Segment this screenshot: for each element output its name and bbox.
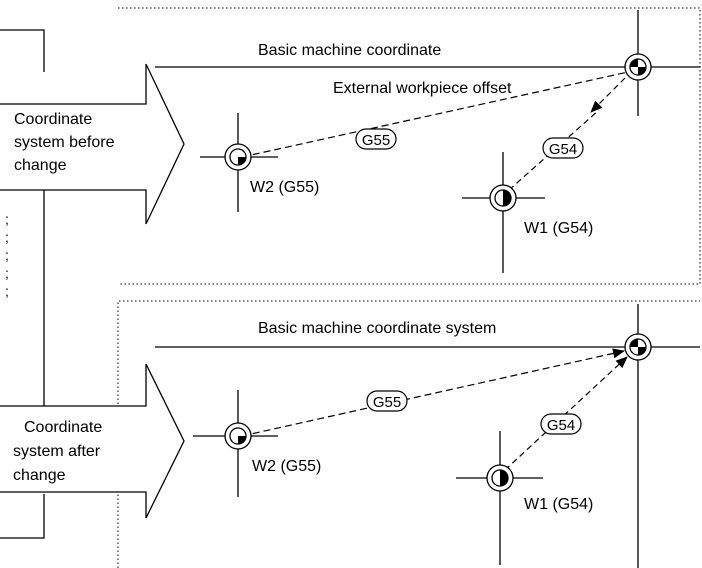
g55-tag: G55 <box>373 394 401 411</box>
external-offset-arrow <box>590 77 626 113</box>
g54-tag: G54 <box>549 141 577 158</box>
program-continuation-marks: ; ; ; ; ; <box>5 211 9 299</box>
panel-border <box>117 300 700 568</box>
g54-tag-frame <box>540 413 582 435</box>
program-mark: ; <box>5 211 9 227</box>
arrow-label: Coordinate system after change <box>13 419 107 484</box>
g55-tag-frame <box>355 128 397 150</box>
w1-origin-symbol <box>486 464 514 492</box>
w1-origin-symbol <box>489 184 517 212</box>
g54-tag-frame <box>542 137 584 159</box>
axis-title: Basic machine coordinate system <box>258 320 496 337</box>
w2-label: W2 (G55) <box>252 458 321 475</box>
arrow-label-line: Coordinate <box>14 111 92 128</box>
offset-label: External workpiece offset <box>333 80 512 97</box>
arrow-label-line: system after <box>13 443 101 460</box>
w1-label: W1 (G54) <box>524 220 593 237</box>
program-mark: ; <box>5 247 9 263</box>
panel-border <box>118 7 701 285</box>
program-mark: ; <box>5 265 9 281</box>
change-arrow <box>0 63 185 225</box>
program-block-frame <box>0 29 45 539</box>
program-mark: ; <box>5 283 9 299</box>
g55-tag-frame <box>366 390 408 412</box>
w2-origin-symbol <box>224 422 252 450</box>
machine-origin-symbol <box>624 53 652 81</box>
arrow-label-line: change <box>13 467 66 484</box>
program-mark: ; <box>5 229 9 245</box>
axis-title: Basic machine coordinate <box>258 42 441 59</box>
arrow-label-line: change <box>14 157 67 174</box>
change-arrow <box>0 363 185 519</box>
arrow-label-line: system before <box>14 134 115 151</box>
panel-after-change: Basic machine coordinate system Coordina… <box>0 300 700 568</box>
panel-before-change: Basic machine coordinate External workpi… <box>0 7 701 285</box>
w2-label: W2 (G55) <box>250 179 319 196</box>
arrow-label-line: Coordinate <box>24 419 102 436</box>
g54-tag: G54 <box>547 417 575 434</box>
machine-origin-symbol <box>624 333 652 361</box>
w2-origin-symbol <box>224 143 252 171</box>
arrow-label: Coordinate system before change <box>14 111 119 174</box>
g55-tag: G55 <box>362 132 390 149</box>
w1-label: W1 (G54) <box>524 496 593 513</box>
